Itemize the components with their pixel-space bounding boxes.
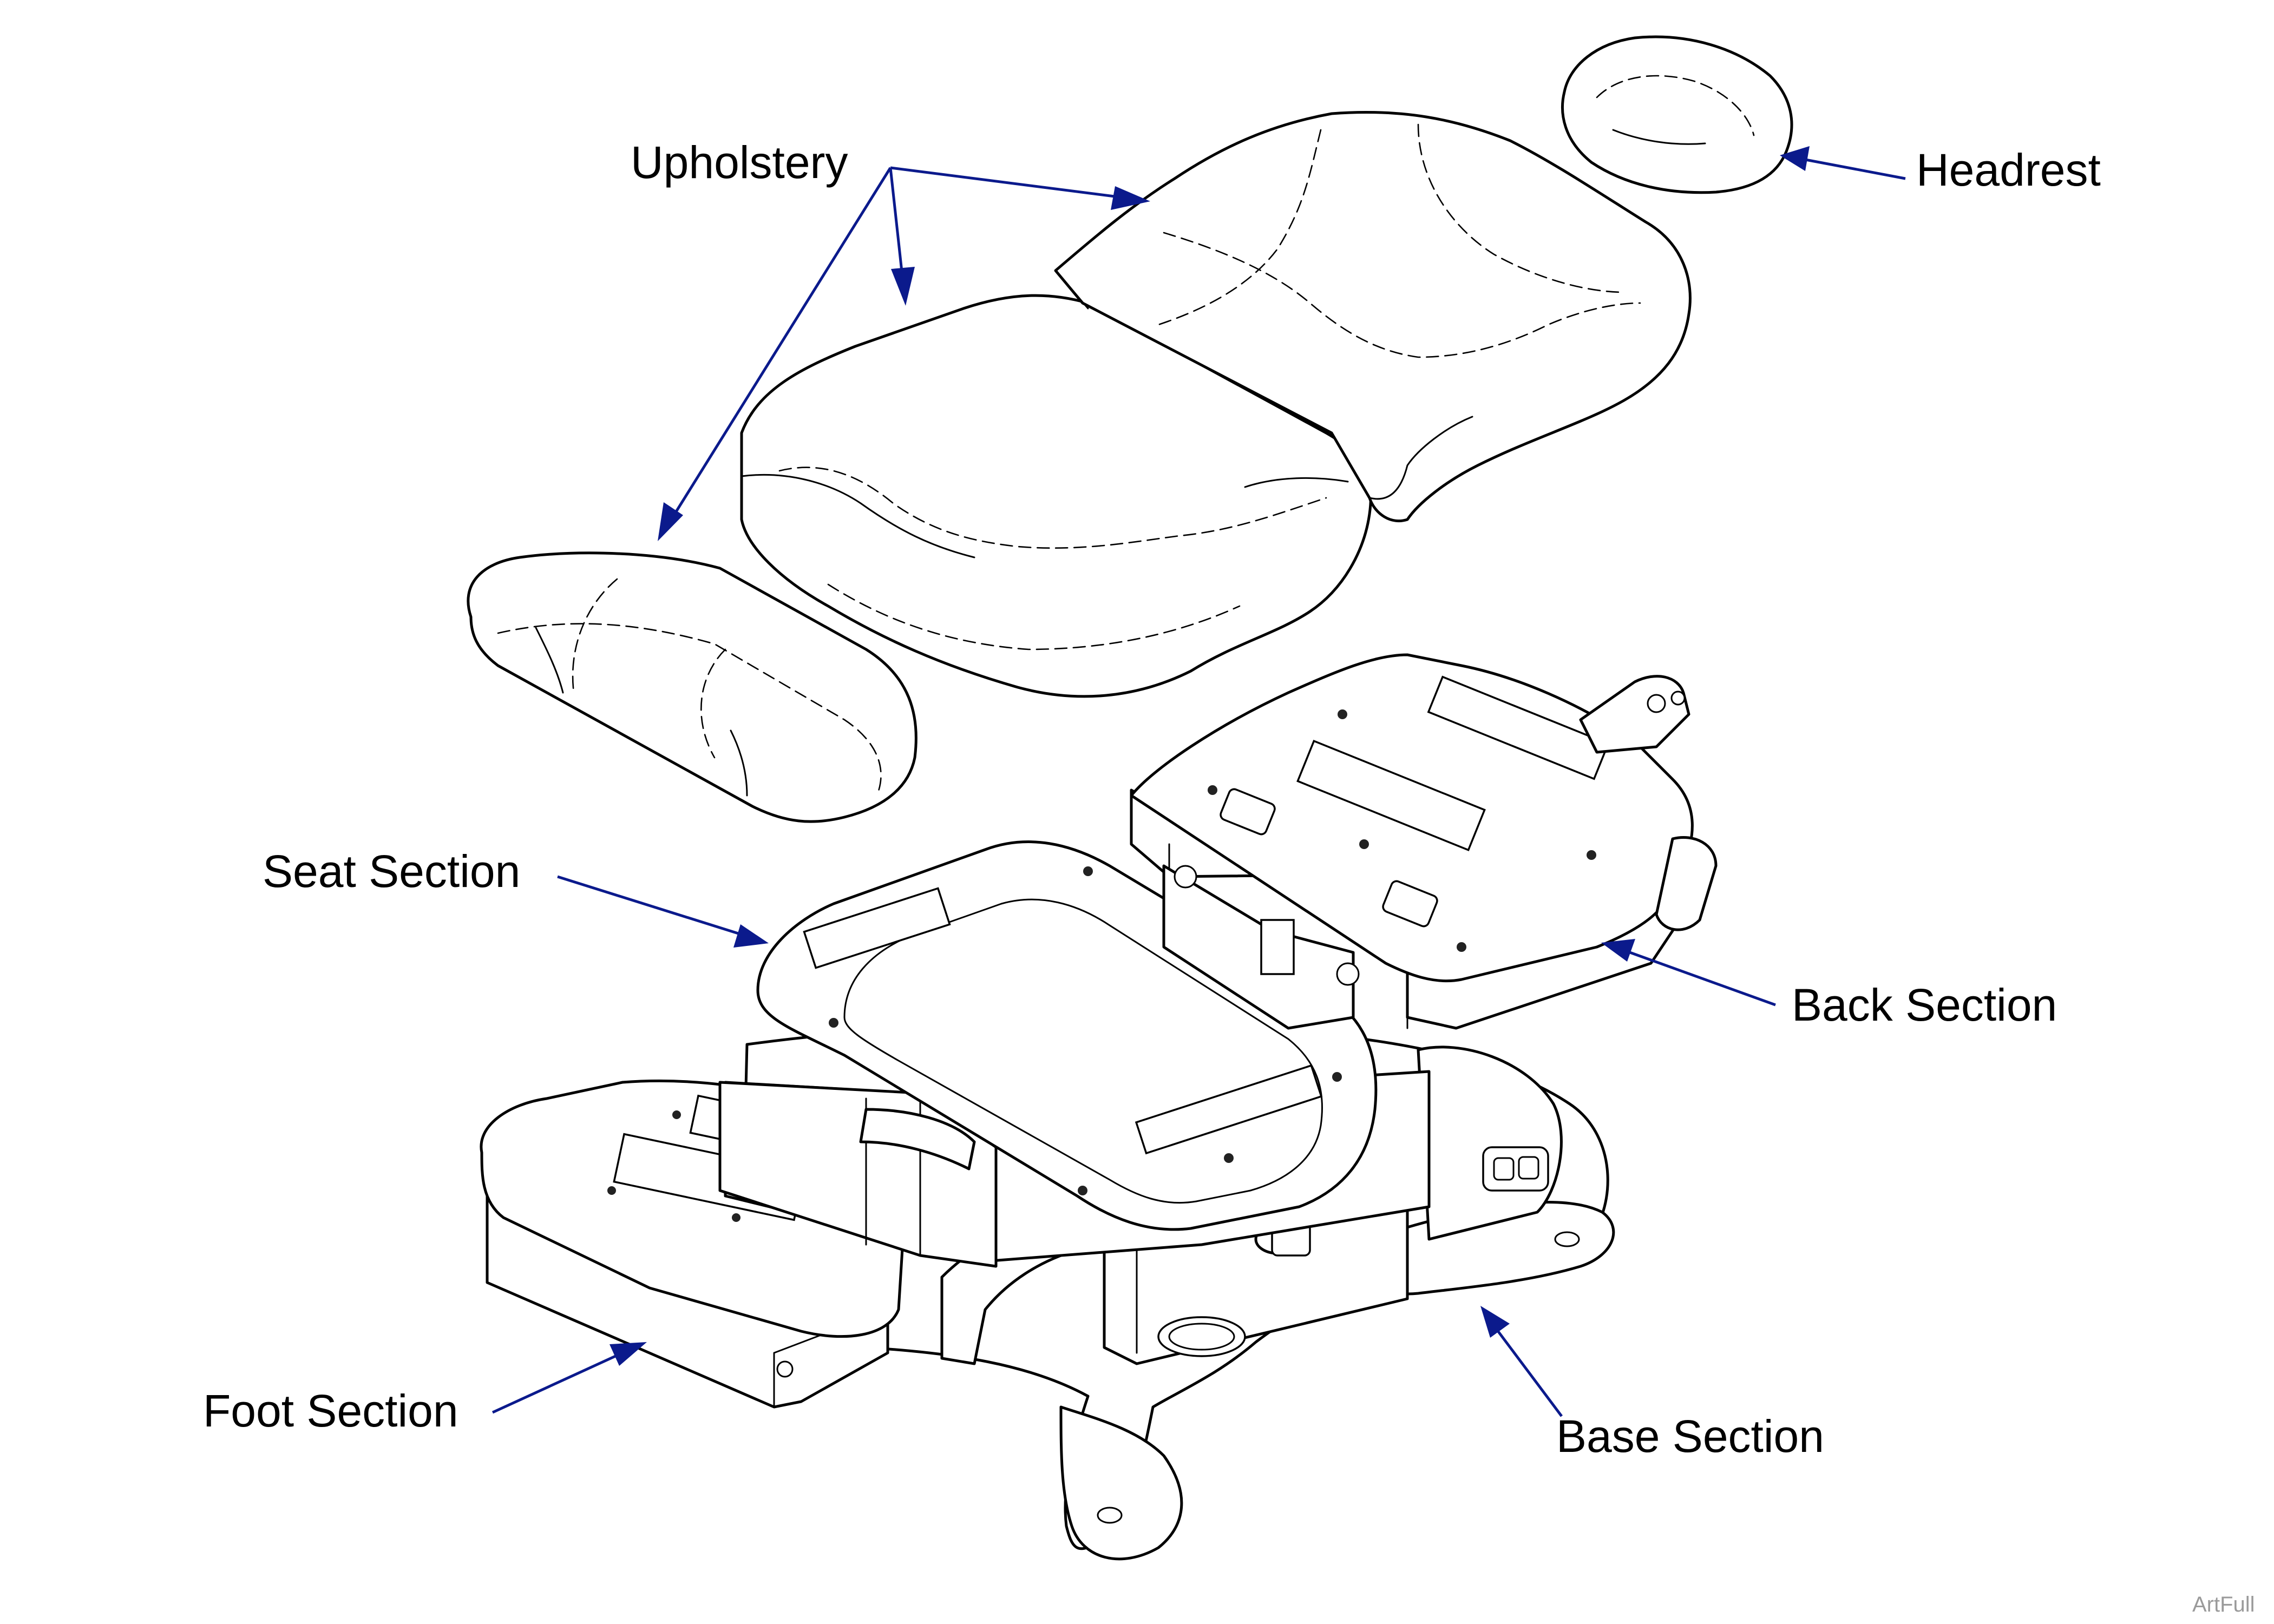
label-upholstery: Upholstery: [631, 137, 848, 188]
leader-seat: [557, 875, 748, 938]
leader-upholstery-seat: [889, 167, 905, 282]
label-base-section: Base Section: [1556, 1411, 1824, 1462]
arrowhead-upholstery-back: [1111, 186, 1150, 210]
arrowhead-back: [1601, 939, 1635, 962]
arrowhead-headrest: [1780, 146, 1810, 171]
label-foot-section: Foot Section: [203, 1385, 458, 1436]
leader-base: [1492, 1325, 1563, 1417]
leader-headrest: [1802, 157, 1906, 180]
upholstery-parts: [467, 35, 1793, 823]
arrowhead-seat: [733, 924, 769, 948]
leader-lines: [492, 146, 1906, 1417]
leader-upholstery-foot: [670, 167, 892, 521]
watermark-text: ArtFull: [2192, 1593, 2255, 1616]
label-seat-section: Seat Section: [263, 846, 521, 897]
arrowhead-base: [1480, 1306, 1510, 1338]
arrowhead-upholstery-foot: [658, 502, 683, 541]
leader-upholstery-back: [890, 166, 1124, 199]
back-section-part: [1130, 653, 1718, 1030]
label-back-section: Back Section: [1792, 979, 2057, 1030]
leader-back: [1623, 949, 1776, 1007]
arrowhead-upholstery-seat: [891, 267, 915, 306]
leader-foot: [492, 1351, 624, 1414]
arrowhead-foot: [610, 1342, 647, 1366]
label-headrest: Headrest: [1916, 144, 2101, 195]
